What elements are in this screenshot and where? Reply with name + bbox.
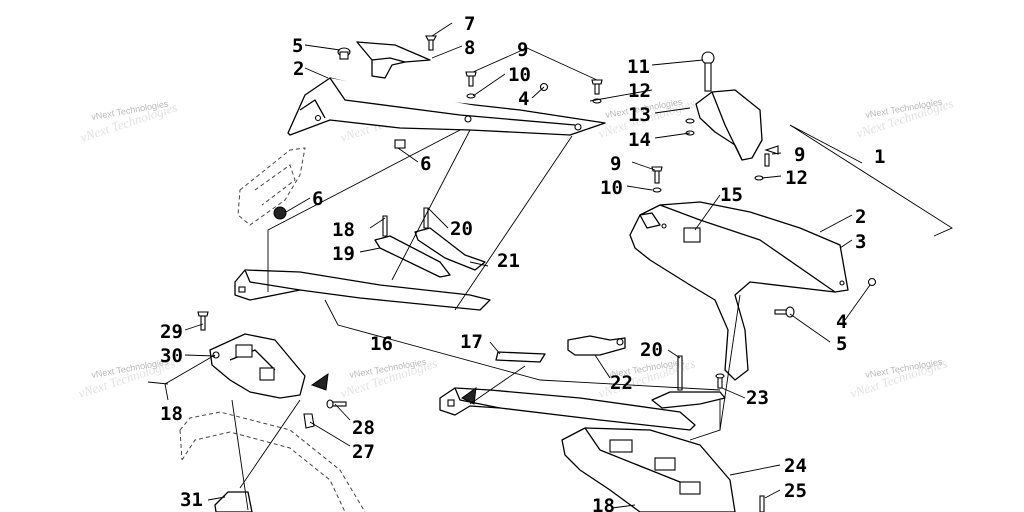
lower-crossbar xyxy=(439,387,696,431)
callout-25: 25 xyxy=(784,480,807,502)
callout-18: 18 xyxy=(160,403,183,425)
callout-21: 21 xyxy=(497,250,520,272)
callout-9: 9 xyxy=(517,39,528,61)
callout-8: 8 xyxy=(464,37,475,59)
callout-23: 23 xyxy=(746,387,769,409)
callout-12: 12 xyxy=(785,167,808,189)
callout-24: 24 xyxy=(784,455,807,477)
callout-2: 2 xyxy=(855,206,866,228)
callout-20: 20 xyxy=(640,339,663,361)
strip-17 xyxy=(495,351,546,363)
callout-16: 16 xyxy=(370,333,393,355)
callout-labels: 1 2 2 3 4 4 5 5 6 6 7 8 9 9 9 10 10 11 1… xyxy=(160,13,885,512)
callout-27: 27 xyxy=(352,441,375,463)
callout-5: 5 xyxy=(836,333,847,355)
callout-18: 18 xyxy=(592,495,615,512)
callout-2: 2 xyxy=(293,58,304,80)
right-trim-cover xyxy=(685,51,763,161)
callout-9: 9 xyxy=(610,153,621,175)
callout-4: 4 xyxy=(836,311,847,333)
callout-12: 12 xyxy=(628,80,651,102)
callout-3: 3 xyxy=(855,231,866,253)
upper-crossbar xyxy=(234,269,491,311)
callout-18: 18 xyxy=(332,219,355,241)
frame-outline-lower-left xyxy=(179,411,366,512)
callout-17: 17 xyxy=(460,331,483,353)
lower-right-mount xyxy=(561,427,765,512)
callout-6: 6 xyxy=(312,188,323,210)
callout-7: 7 xyxy=(464,13,475,35)
leader-lines xyxy=(147,22,953,511)
callout-29: 29 xyxy=(160,321,183,343)
top-bracket xyxy=(356,41,431,79)
callout-4: 4 xyxy=(518,88,529,110)
frame-outline-left xyxy=(237,147,306,226)
callout-13: 13 xyxy=(628,104,651,126)
left-hardware xyxy=(273,35,603,220)
callout-5: 5 xyxy=(292,35,303,57)
callout-10: 10 xyxy=(600,177,623,199)
bracket-22 xyxy=(567,335,626,356)
callout-1: 1 xyxy=(874,146,885,168)
callout-22: 22 xyxy=(610,372,633,394)
right-hardware xyxy=(651,145,877,318)
right-side-panel xyxy=(629,201,849,381)
lower-left-mount xyxy=(197,311,347,429)
callout-31: 31 xyxy=(180,489,203,511)
callout-11: 11 xyxy=(627,56,650,78)
callout-15: 15 xyxy=(720,184,743,206)
direction-arrows xyxy=(310,372,477,405)
callout-28: 28 xyxy=(352,417,375,439)
left-side-panel xyxy=(287,77,606,136)
callout-9: 9 xyxy=(794,144,805,166)
callout-14: 14 xyxy=(628,129,651,151)
callout-20: 20 xyxy=(450,218,473,240)
callout-19: 19 xyxy=(332,243,355,265)
callout-30: 30 xyxy=(160,345,183,367)
bracket-23 xyxy=(651,355,726,409)
callout-6: 6 xyxy=(420,153,431,175)
callout-10: 10 xyxy=(508,64,531,86)
